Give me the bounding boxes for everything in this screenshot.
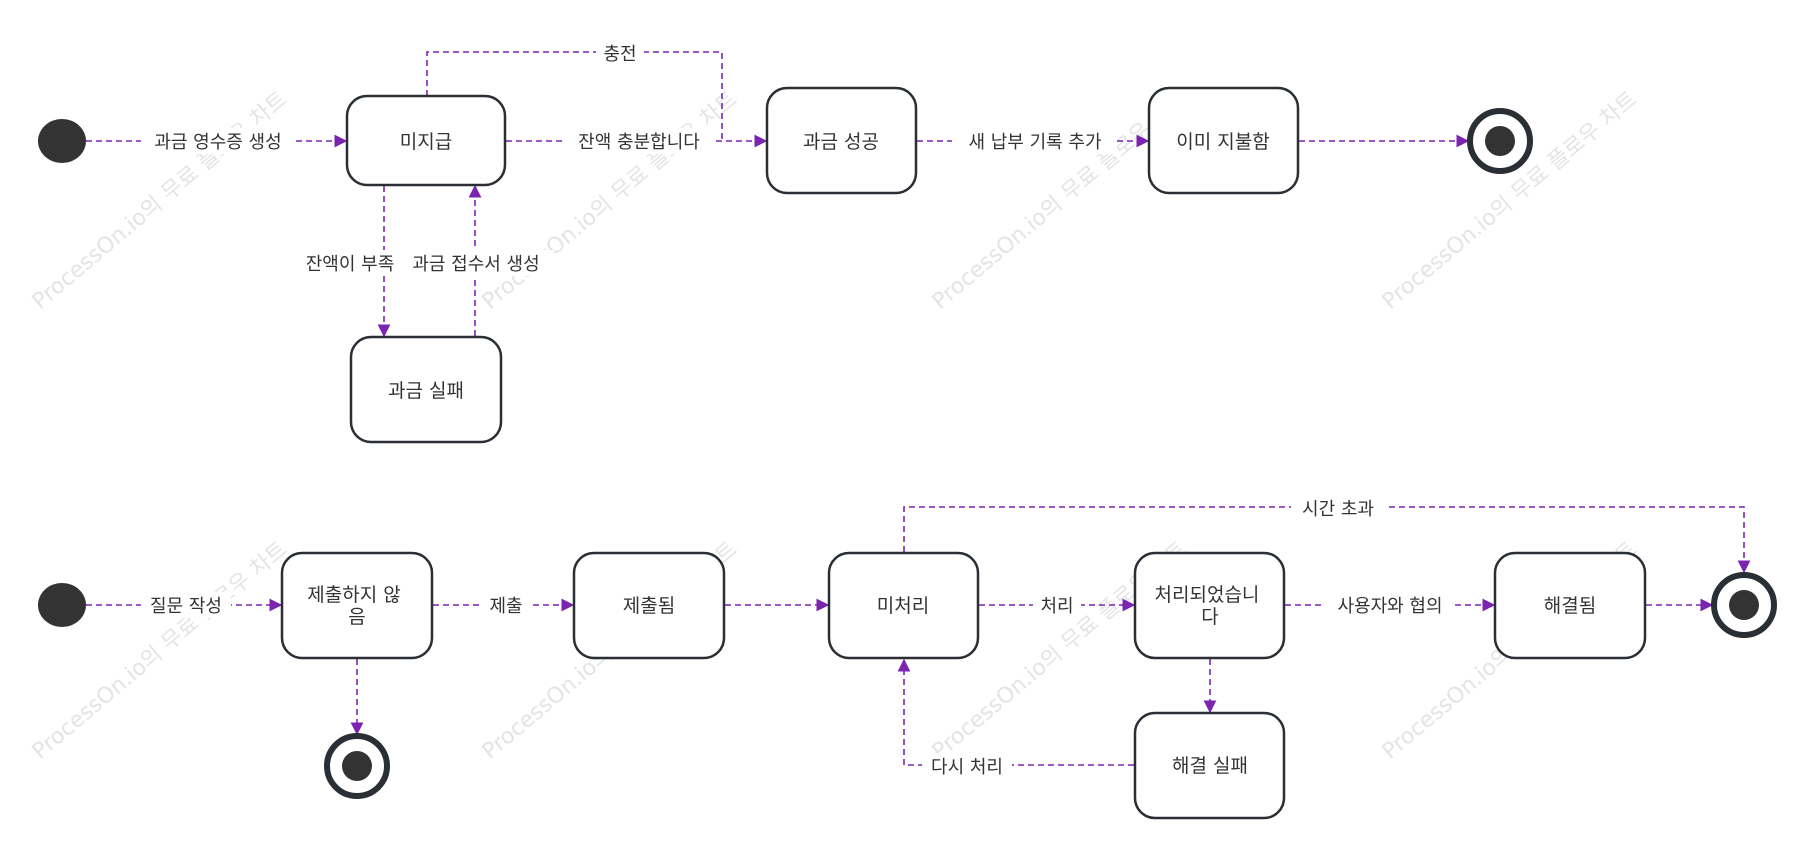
edge-label-timeout: 시간 초과 [1302, 499, 1374, 520]
edge-label-negotiate: 사용자와 협의 [1337, 596, 1442, 617]
state-charge-success[interactable] [765, 86, 918, 195]
state-unpaid[interactable] [345, 94, 507, 187]
state-submitted[interactable] [572, 551, 726, 660]
state-label-resolved: 해결됨 [1544, 595, 1596, 617]
edge-label-insufficient: 잔액이 부족 [306, 254, 395, 275]
edge-label-create-receipt: 과금 영수증 생성 [154, 132, 281, 153]
final-state-1-inner [1485, 126, 1515, 156]
edge-label-balance-sufficient: 잔액 충분합니다 [578, 132, 700, 153]
initial-state-2[interactable] [38, 583, 86, 627]
watermark-text: ProcessOn.io의 무료 플로우 차트 [28, 537, 292, 765]
state-processed[interactable] [1133, 551, 1286, 660]
state-not-submitted[interactable] [280, 551, 434, 660]
edge-label-process: 처리 [1040, 596, 1073, 617]
state-label-charge-success: 과금 성공 [803, 131, 879, 153]
edge-recharge[interactable] [426, 51, 723, 141]
initial-state-1[interactable] [38, 119, 86, 163]
edge-label-add-payment-record: 새 납부 기록 추가 [968, 132, 1101, 153]
edge-label-recharge: 충전 [603, 44, 636, 65]
state-label-charge-failed: 과금 실패 [388, 380, 464, 402]
edge-reprocess[interactable] [897, 658, 1134, 766]
state-resolve-failed[interactable] [1133, 711, 1286, 820]
edge-label-submit: 제출 [489, 596, 522, 617]
final-state-2b-inner [1729, 590, 1759, 620]
state-label-not-submitted: 제출하지 않 음 [307, 584, 407, 628]
state-label-unpaid: 미지급 [400, 131, 452, 153]
state-unprocessed[interactable] [827, 551, 980, 660]
edge-label-create-receipt-again: 과금 접수서 생성 [412, 254, 539, 275]
state-label-submitted: 제출됨 [623, 595, 675, 617]
state-label-unprocessed: 미처리 [877, 595, 929, 617]
edge-label-reprocess: 다시 처리 [931, 757, 1003, 778]
watermark-text: ProcessOn.io의 무료 플로우 차트 [478, 87, 742, 315]
edge-label-write-question: 질문 작성 [150, 596, 222, 617]
state-label-already-paid: 이미 지불함 [1176, 131, 1269, 153]
state-charge-failed[interactable] [349, 335, 503, 444]
state-label-resolve-failed: 해결 실패 [1172, 755, 1248, 777]
final-state-2a-inner [342, 751, 372, 781]
state-already-paid[interactable] [1147, 86, 1300, 195]
state-resolved[interactable] [1493, 551, 1647, 660]
state-label-processed: 처리되었습니 다 [1155, 584, 1266, 628]
